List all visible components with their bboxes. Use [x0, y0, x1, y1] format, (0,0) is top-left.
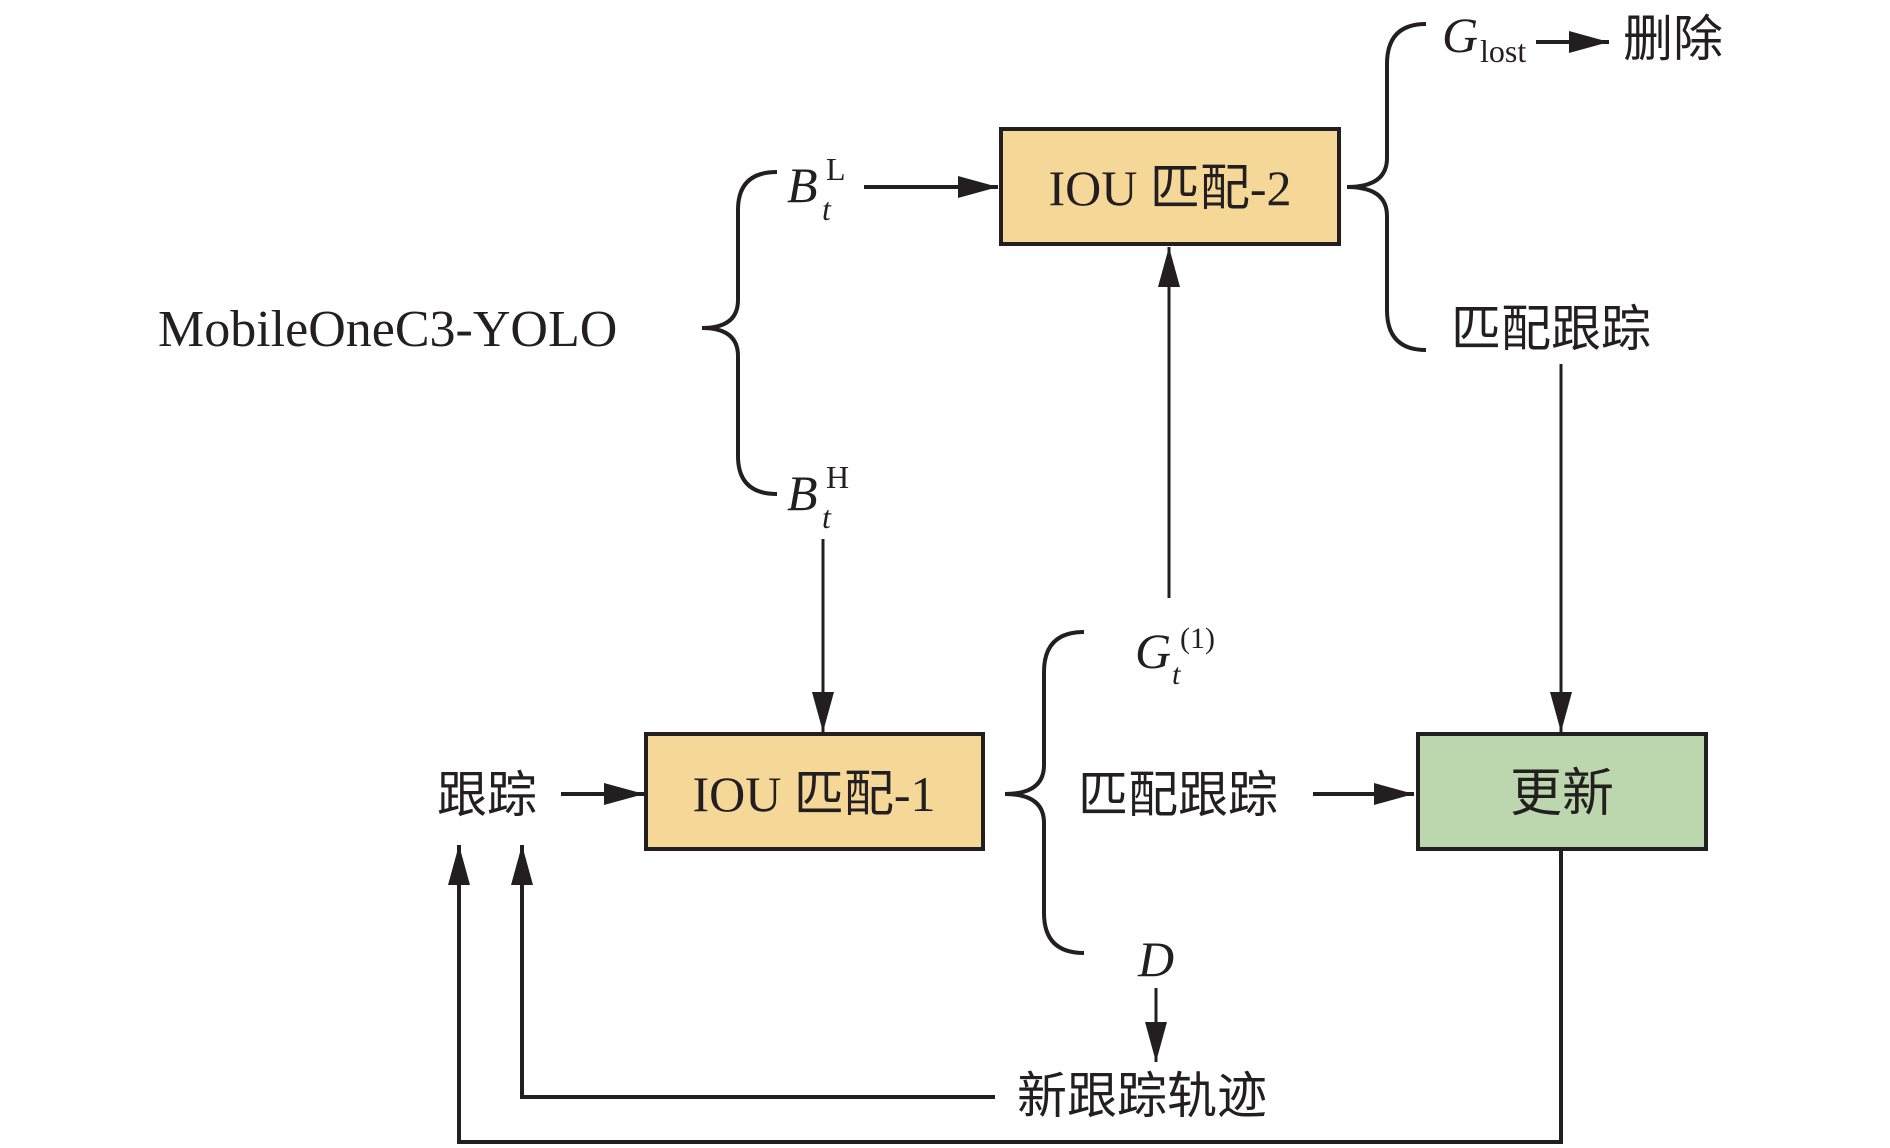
lost-tracks-label: G lost [1442, 7, 1526, 69]
svg-text:B: B [787, 465, 818, 521]
update-box: 更新 [1416, 732, 1708, 851]
delete-label: 删除 [1623, 11, 1723, 67]
svg-text:t: t [822, 191, 832, 227]
match1-label: IOU 匹配-1 [692, 766, 935, 822]
matched-tracks-2-label: 匹配跟踪 [1451, 301, 1651, 357]
match1-brace [1004, 630, 1085, 955]
tracks-label: 跟踪 [437, 767, 537, 823]
detector-brace [701, 170, 778, 496]
detector-label: MobileOneC3-YOLO [158, 301, 617, 358]
match2-box: IOU 匹配-2 [999, 127, 1341, 246]
arrow-new-tracks-to-tracks [511, 845, 995, 1099]
arrow-update-to-tracks [448, 845, 1563, 1144]
svg-text:t: t [1172, 658, 1181, 691]
detections-high-label: B t H [787, 459, 849, 535]
svg-text:L: L [826, 151, 846, 187]
detections-low-label: B t L [787, 151, 846, 227]
svg-text:t: t [822, 499, 832, 535]
unmatched-detections-label: D [1137, 931, 1174, 987]
match2-brace [1346, 22, 1427, 352]
svg-text:G: G [1442, 7, 1478, 63]
new-tracks-label: 新跟踪轨迹 [1017, 1068, 1267, 1124]
unmatched-tracks-label: G t (1) [1135, 622, 1215, 691]
svg-text:lost: lost [1480, 33, 1526, 69]
svg-text:H: H [826, 459, 849, 495]
svg-text:(1): (1) [1180, 622, 1215, 655]
svg-text:G: G [1135, 623, 1171, 679]
matched-tracks-1-label: 匹配跟踪 [1078, 767, 1278, 823]
match1-box: IOU 匹配-1 [644, 732, 985, 851]
svg-text:B: B [787, 157, 818, 213]
match2-label: IOU 匹配-2 [1048, 160, 1291, 216]
update-label: 更新 [1510, 766, 1614, 823]
